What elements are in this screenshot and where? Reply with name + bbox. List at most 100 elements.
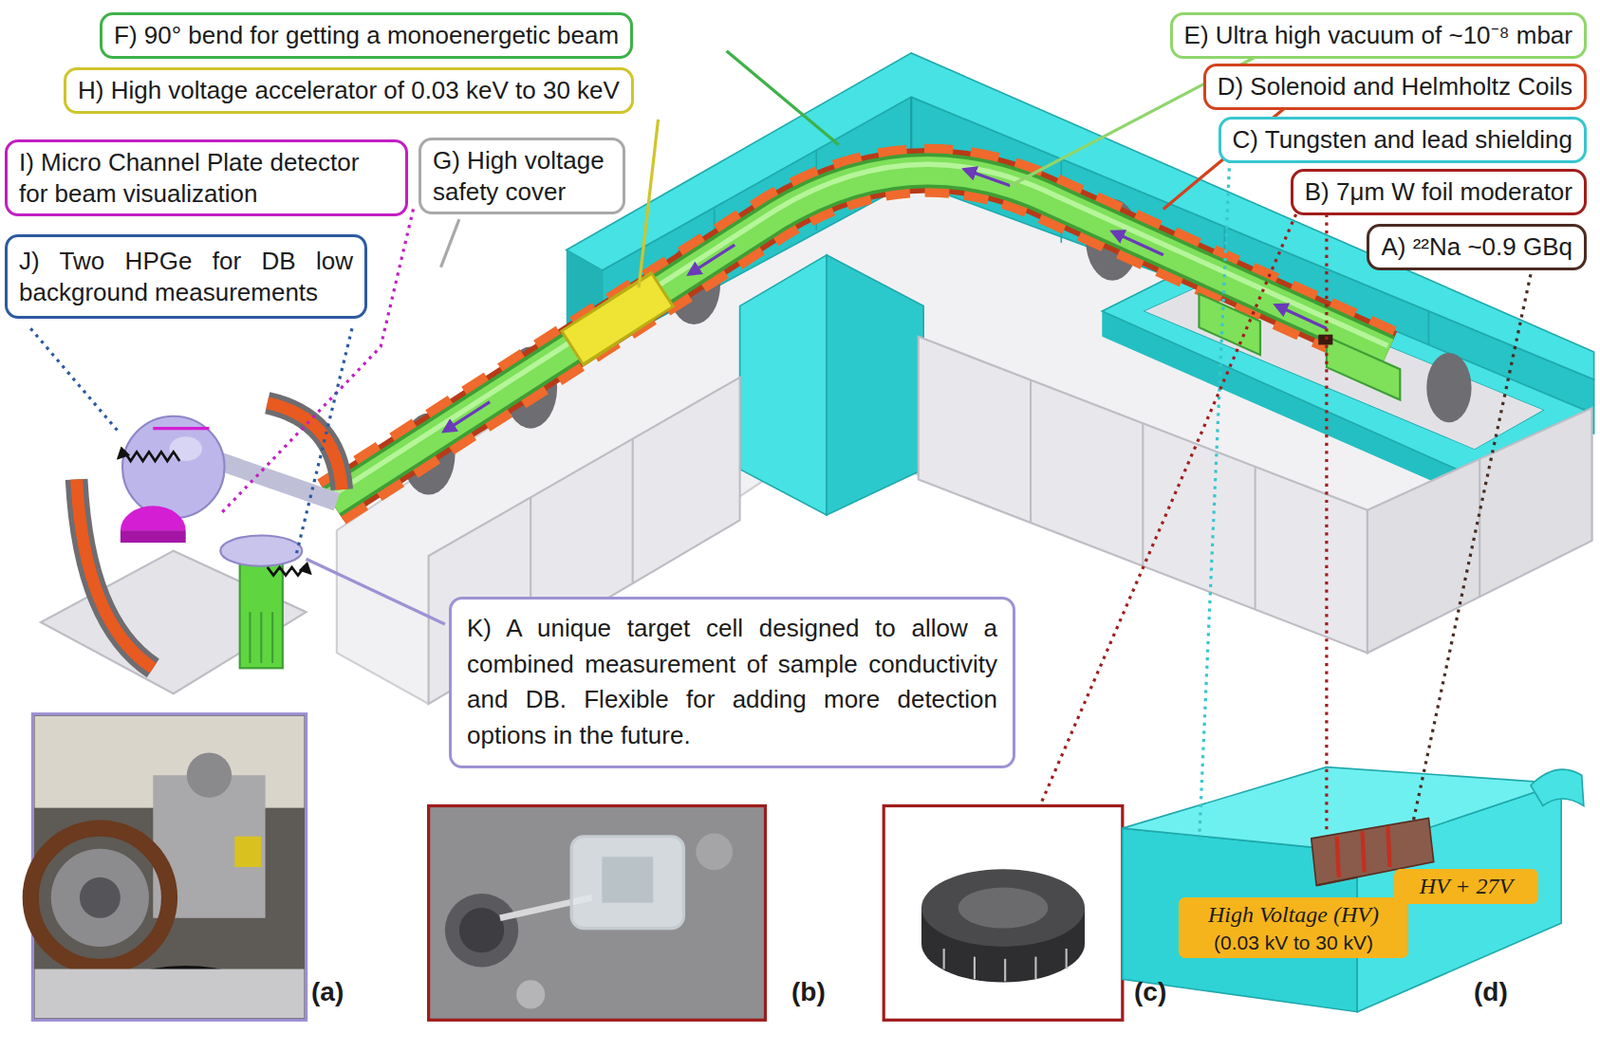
callout-text: I) Micro Channel Plate detector for beam…: [18, 147, 394, 209]
callout-text: G) High voltage safety cover: [432, 145, 612, 207]
photo-panel-b-part: [445, 893, 519, 968]
beam-tube-part: [331, 170, 1388, 503]
leader-lines-part: [1041, 214, 1297, 805]
panel-label: (d): [1473, 977, 1508, 1008]
beam-tube-part: [331, 170, 1388, 503]
leader-lines-part: [30, 328, 117, 431]
callout-text: J) Two HPGe for DB low background measur…: [18, 245, 354, 308]
photo-panel-b-part: [516, 980, 545, 1009]
target-station-part: [260, 612, 262, 664]
leader-lines-part: [1413, 274, 1531, 821]
leader-lines-part: [296, 328, 353, 557]
callout-box: C) Tungsten and lead shielding: [1218, 116, 1587, 164]
callout-box: I) Micro Channel Plate detector for beam…: [4, 139, 409, 217]
enclosure-walls-part: [1478, 459, 1481, 597]
enclosure-walls-part: [1254, 466, 1257, 611]
target-station-part: [122, 416, 225, 520]
source-cutaway-d: [1122, 767, 1584, 1013]
photo-panel-c-part-part: [1034, 957, 1037, 981]
gamma-rays: [118, 451, 311, 576]
leader-lines-part: [306, 558, 446, 625]
callout-box: F) 90° bend for getting a monoenergetic …: [99, 12, 633, 59]
callout-box: B) 7μm W foil moderator: [1290, 168, 1587, 216]
leader-lines-part: [726, 51, 839, 146]
enclosure-walls-part: [1029, 379, 1032, 523]
callout-text: A) ²²Na ~0.9 GBq: [1380, 231, 1573, 263]
photo-panel-c-part: [944, 948, 1067, 982]
beam-tube: [331, 164, 1388, 503]
target-station-part: [120, 530, 187, 543]
photo-panel-c-part-part: [1065, 948, 1068, 970]
leader-lines-part: [638, 119, 658, 288]
enclosure-walls-part: [1367, 408, 1593, 653]
target-station-part: [271, 612, 274, 664]
photo-panel-b-part: [601, 856, 653, 903]
photo-panel-c-part-part: [943, 948, 946, 970]
callout-text: (0.03 kV to 30 kV): [1190, 930, 1397, 956]
beam-arrows-part: [1275, 305, 1327, 330]
photo-panel-a-part: [30, 828, 169, 968]
photo-panel-c-part: [958, 888, 1049, 930]
leader-lines-part: [441, 219, 460, 268]
callout-text: D) Solenoid and Helmholtz Coils: [1217, 71, 1573, 103]
photo-panel-c-part-part: [973, 957, 976, 981]
photo-panel-b-part: [459, 908, 504, 953]
callout-text: C) Tungsten and lead shielding: [1232, 124, 1573, 156]
callout-box: E) Ultra high vacuum of ~10⁻⁸ mbar: [1170, 12, 1587, 59]
voltage-tag: High Voltage (HV)(0.03 kV to 30 kV): [1178, 897, 1409, 959]
enclosure-walls-part: [632, 438, 634, 584]
corner-shielding: [740, 255, 925, 516]
corner-shielding-part: [740, 255, 827, 516]
callout-box: A) ²²Na ~0.9 GBq: [1366, 223, 1587, 271]
source-cutaway-d-part-part: [1362, 831, 1365, 873]
source-chambers-part: [1198, 294, 1261, 356]
target-station-part: [168, 436, 202, 462]
beam-arrows-part: [444, 402, 490, 432]
callout-box: J) Two HPGe for DB low background measur…: [4, 234, 368, 319]
beam-arrows-part: [964, 168, 1010, 186]
source-chambers: [1198, 294, 1400, 401]
photo-panel-a-part: [186, 753, 232, 799]
target-station: [40, 403, 342, 694]
leader-lines-part: [1324, 214, 1328, 833]
source-chambers-part: [1326, 336, 1400, 401]
target-station-part: [120, 505, 187, 531]
panel-label: (b): [791, 977, 826, 1008]
beam-arrows-part: [688, 244, 735, 275]
callout-box: D) Solenoid and Helmholtz Coils: [1203, 63, 1587, 111]
photo-panel-c: [883, 805, 1123, 1021]
beam-tube-part: [571, 288, 664, 349]
enclosure-walls-part: [1141, 423, 1144, 567]
source-cutaway-d-part-part: [1337, 837, 1340, 878]
photo-panel-a-part: [35, 969, 305, 1020]
panel-label: (a): [311, 977, 344, 1008]
callout-text: HV + 27V: [1405, 872, 1527, 902]
source-cutaway-d-part: [1316, 877, 1358, 887]
photo-panel-a-part: [234, 837, 261, 868]
beam-tube-part: [331, 170, 1388, 503]
beam-arrows-part: [1112, 231, 1164, 256]
target-station-part: [220, 536, 302, 567]
gamma-rays-part: [118, 451, 181, 462]
callout-box: G) High voltage safety cover: [418, 137, 626, 215]
gamma-rays-part: [267, 567, 311, 577]
photo-panel-b-part: [695, 834, 733, 872]
photo-panel-c-part: [883, 805, 1123, 1021]
beam-tube-part: [573, 290, 661, 347]
photo-panel-c-part-part: [1004, 959, 1006, 983]
target-station-part: [152, 427, 209, 430]
callout-box: H) High voltage accelerator of 0.03 keV …: [63, 67, 634, 114]
photo-panel-c-part: [921, 869, 1085, 948]
beam-tube-part: [331, 170, 1388, 503]
photo-panel-b-part: [571, 837, 684, 930]
photo-panel-b-part: [428, 805, 766, 1021]
callout-text: K) A unique target cell designed to allo…: [466, 611, 998, 755]
source-cutaway-d-part: [1530, 769, 1584, 806]
leader-lines-part: [1198, 160, 1229, 846]
callout-text: H) High voltage accelerator of 0.03 keV …: [77, 74, 620, 107]
source-cutaway-d-part-part: [1387, 826, 1390, 868]
panel-label: (c): [1134, 977, 1167, 1008]
photo-panel-a: [30, 714, 306, 1022]
callout-text: F) 90° bend for getting a monoenergetic …: [113, 19, 619, 52]
